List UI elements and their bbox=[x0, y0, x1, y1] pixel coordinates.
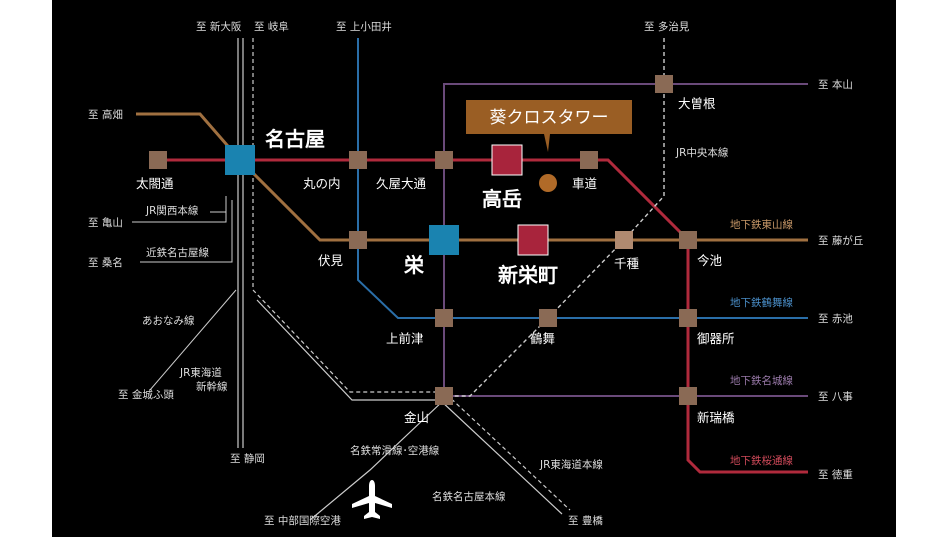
jr-tokaido-track bbox=[252, 38, 571, 511]
line-jr-tokaido: JR東海道本線 bbox=[539, 458, 603, 471]
line-sakuradori: 地下鉄桜通線 bbox=[730, 454, 793, 467]
station-taikodori-marker[interactable] bbox=[149, 151, 167, 169]
station-hisaya-marker[interactable] bbox=[435, 151, 453, 169]
callout-pointer bbox=[544, 134, 550, 152]
dir-shizuoka: 至 静岡 bbox=[230, 452, 265, 465]
station-nagoya-label: 名古屋 bbox=[265, 127, 325, 151]
station-ozone-label: 大曽根 bbox=[678, 96, 716, 111]
leader-kameyama bbox=[132, 200, 227, 223]
route-map-canvas: 葵クロスタワー 名古屋 太閤通 丸の内 久屋大通 高岳 車道 大曽根 伏見 栄 … bbox=[88, 20, 863, 527]
line-aonami: あおなみ線 bbox=[142, 314, 195, 327]
station-shinsakae-marker[interactable] bbox=[517, 224, 549, 256]
station-tsurumai-marker[interactable] bbox=[539, 309, 557, 327]
station-kamimaezu-label: 上前津 bbox=[386, 331, 424, 346]
station-gokiso-marker[interactable] bbox=[679, 309, 697, 327]
dir-toyohashi: 至 豊橋 bbox=[568, 514, 603, 527]
dir-motoyama: 至 本山 bbox=[818, 78, 853, 91]
aoi-cross-tower-callout bbox=[466, 100, 632, 134]
dir-gifu: 至 岐阜 bbox=[254, 20, 289, 33]
dir-kamiotai: 至 上小田井 bbox=[336, 20, 392, 33]
station-gokiso-label: 御器所 bbox=[697, 331, 735, 346]
dir-takabata: 至 高畑 bbox=[88, 108, 123, 121]
dir-kinjofuto: 至 金城ふ頭 bbox=[118, 388, 174, 401]
station-shinmizuho-label: 新瑞橋 bbox=[697, 410, 735, 425]
line-tsurumai: 地下鉄鶴舞線 bbox=[730, 296, 793, 309]
station-tsurumai-label: 鶴舞 bbox=[530, 331, 555, 346]
station-chikusa-marker[interactable] bbox=[615, 231, 633, 249]
station-takaoka-label: 高岳 bbox=[482, 187, 522, 211]
station-takaoka-marker[interactable] bbox=[491, 144, 523, 176]
jr-chuo-line bbox=[444, 38, 665, 397]
dir-fujigaoka: 至 藤が丘 bbox=[818, 234, 863, 247]
line-kintetsu: 近鉄名古屋線 bbox=[146, 246, 209, 259]
sakuradori-line bbox=[158, 158, 808, 474]
station-kurumamichi-marker[interactable] bbox=[580, 151, 598, 169]
line-tokaido-shinkansen-1: JR東海道 bbox=[179, 366, 222, 379]
meijo-line bbox=[443, 83, 808, 160]
station-kanayama-label: 金山 bbox=[404, 410, 429, 425]
dir-chubu-airport: 至 中部国際空港 bbox=[264, 514, 341, 527]
station-marunouchi-label: 丸の内 bbox=[303, 176, 341, 191]
station-kamimaezu-marker[interactable] bbox=[435, 309, 453, 327]
station-shinsakae-label: 新栄町 bbox=[498, 263, 558, 287]
airplane-icon bbox=[352, 480, 392, 519]
station-kanayama-marker[interactable] bbox=[435, 387, 453, 405]
dir-kameyama: 至 亀山 bbox=[88, 216, 123, 229]
line-meitetsu-nagoya: 名鉄名古屋本線 bbox=[432, 490, 506, 503]
station-marunouchi-marker[interactable] bbox=[349, 151, 367, 169]
aoi-cross-tower-label: 葵クロスタワー bbox=[490, 108, 609, 128]
dir-tokushige: 至 徳重 bbox=[818, 468, 853, 481]
station-fushimi-label: 伏見 bbox=[318, 253, 344, 268]
dir-kuwana: 至 桑名 bbox=[88, 256, 123, 269]
route-map: 葵クロスタワー 名古屋 太閤通 丸の内 久屋大通 高岳 車道 大曽根 伏見 栄 … bbox=[52, 0, 896, 537]
station-hisaya-label: 久屋大通 bbox=[376, 176, 427, 191]
line-meitetsu-tokoname: 名鉄常滑線･空港線 bbox=[350, 444, 440, 457]
leader-aonami bbox=[149, 289, 237, 391]
line-higashiyama: 地下鉄東山線 bbox=[730, 218, 793, 231]
station-sakae-marker[interactable] bbox=[429, 225, 459, 255]
dir-yagoto: 至 八事 bbox=[818, 390, 853, 403]
station-taikodori-label: 太閤通 bbox=[136, 176, 174, 191]
line-meijo: 地下鉄名城線 bbox=[730, 374, 793, 387]
tokoname-track bbox=[309, 399, 445, 521]
dir-shin-osaka: 至 新大阪 bbox=[196, 20, 242, 33]
meitetsu-track bbox=[256, 299, 563, 515]
aoi-cross-tower-marker[interactable] bbox=[539, 174, 557, 192]
line-jr-kansai: JR関西本線 bbox=[145, 204, 199, 217]
line-tokaido-shinkansen-2: 新幹線 bbox=[196, 380, 228, 393]
station-sakae-label: 栄 bbox=[403, 253, 425, 277]
station-ozone-marker[interactable] bbox=[655, 75, 673, 93]
station-kurumamichi-label: 車道 bbox=[572, 176, 598, 191]
station-imaike-label: 今池 bbox=[697, 253, 723, 268]
leader-kintetsu bbox=[140, 200, 233, 263]
line-jr-chuo: JR中央本線 bbox=[675, 146, 729, 159]
station-chikusa-label: 千種 bbox=[614, 256, 640, 271]
station-fushimi-marker[interactable] bbox=[349, 231, 367, 249]
dir-akaike: 至 赤池 bbox=[818, 312, 853, 325]
dir-tajimi: 至 多治見 bbox=[644, 20, 690, 33]
leader-kansai bbox=[210, 196, 227, 213]
station-shinmizuho-marker[interactable] bbox=[679, 387, 697, 405]
station-imaike-marker[interactable] bbox=[679, 231, 697, 249]
station-nagoya-marker[interactable] bbox=[225, 145, 255, 175]
